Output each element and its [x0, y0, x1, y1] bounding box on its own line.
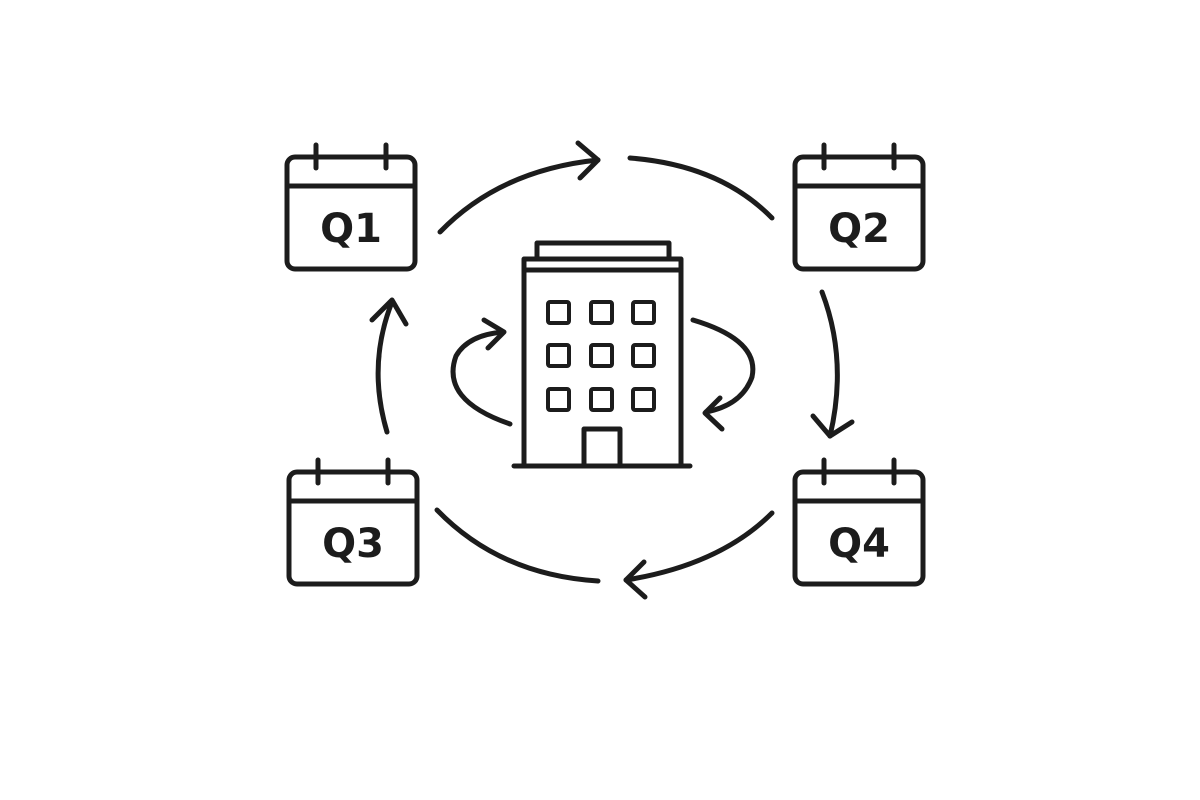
cycle-arrow-q2-to-q4	[810, 289, 855, 439]
rotation-arrow-left	[450, 317, 513, 427]
calendar-frame	[792, 154, 926, 272]
quarter-label-q1: Q1	[320, 206, 382, 252]
building-window	[546, 387, 571, 412]
calendar-q4-icon: Q4	[792, 457, 926, 587]
arrow-head	[481, 317, 507, 351]
building-body	[521, 256, 684, 468]
building-window	[546, 300, 571, 325]
quarter-label-q4: Q4	[828, 521, 890, 567]
building-window	[589, 387, 614, 412]
arrow-head	[369, 297, 409, 327]
calendar-frame	[286, 469, 420, 587]
rotation-arrow-right	[690, 317, 756, 432]
arrow-arc	[437, 157, 601, 235]
cycle-arrow-q4-to-q3	[434, 507, 775, 600]
quarter-label-q2: Q2	[828, 206, 890, 252]
arrow-arc	[375, 299, 395, 435]
calendar-q3-icon: Q3	[286, 457, 420, 587]
calendar-q2-icon: Q2	[792, 142, 926, 272]
building-window	[546, 343, 571, 368]
arrow-arc	[819, 289, 840, 439]
building-window	[631, 387, 656, 412]
arrow-head	[623, 559, 648, 600]
circular-arrows-icon	[450, 317, 756, 432]
arrow-head	[575, 140, 601, 181]
building-window	[589, 343, 614, 368]
arrow-head	[702, 395, 725, 432]
arrow-arc-tail	[627, 155, 775, 221]
arrow-arc-tail	[434, 507, 601, 584]
arrow-arc	[623, 510, 775, 583]
arrow-arc	[690, 317, 756, 415]
arrow-head	[810, 413, 855, 439]
quarter-label-q3: Q3	[322, 521, 384, 567]
building-window	[631, 300, 656, 325]
building-window	[589, 300, 614, 325]
cycle-arrow-q3-to-q1	[369, 297, 409, 435]
calendar-q1-icon: Q1	[284, 142, 418, 272]
arrow-arc	[450, 329, 513, 427]
building-window	[631, 343, 656, 368]
calendar-frame	[284, 154, 418, 272]
office-building-icon	[511, 240, 693, 469]
cycle-arrow-q1-to-q2	[437, 140, 775, 235]
building-door	[581, 426, 623, 469]
calendar-frame	[792, 469, 926, 587]
